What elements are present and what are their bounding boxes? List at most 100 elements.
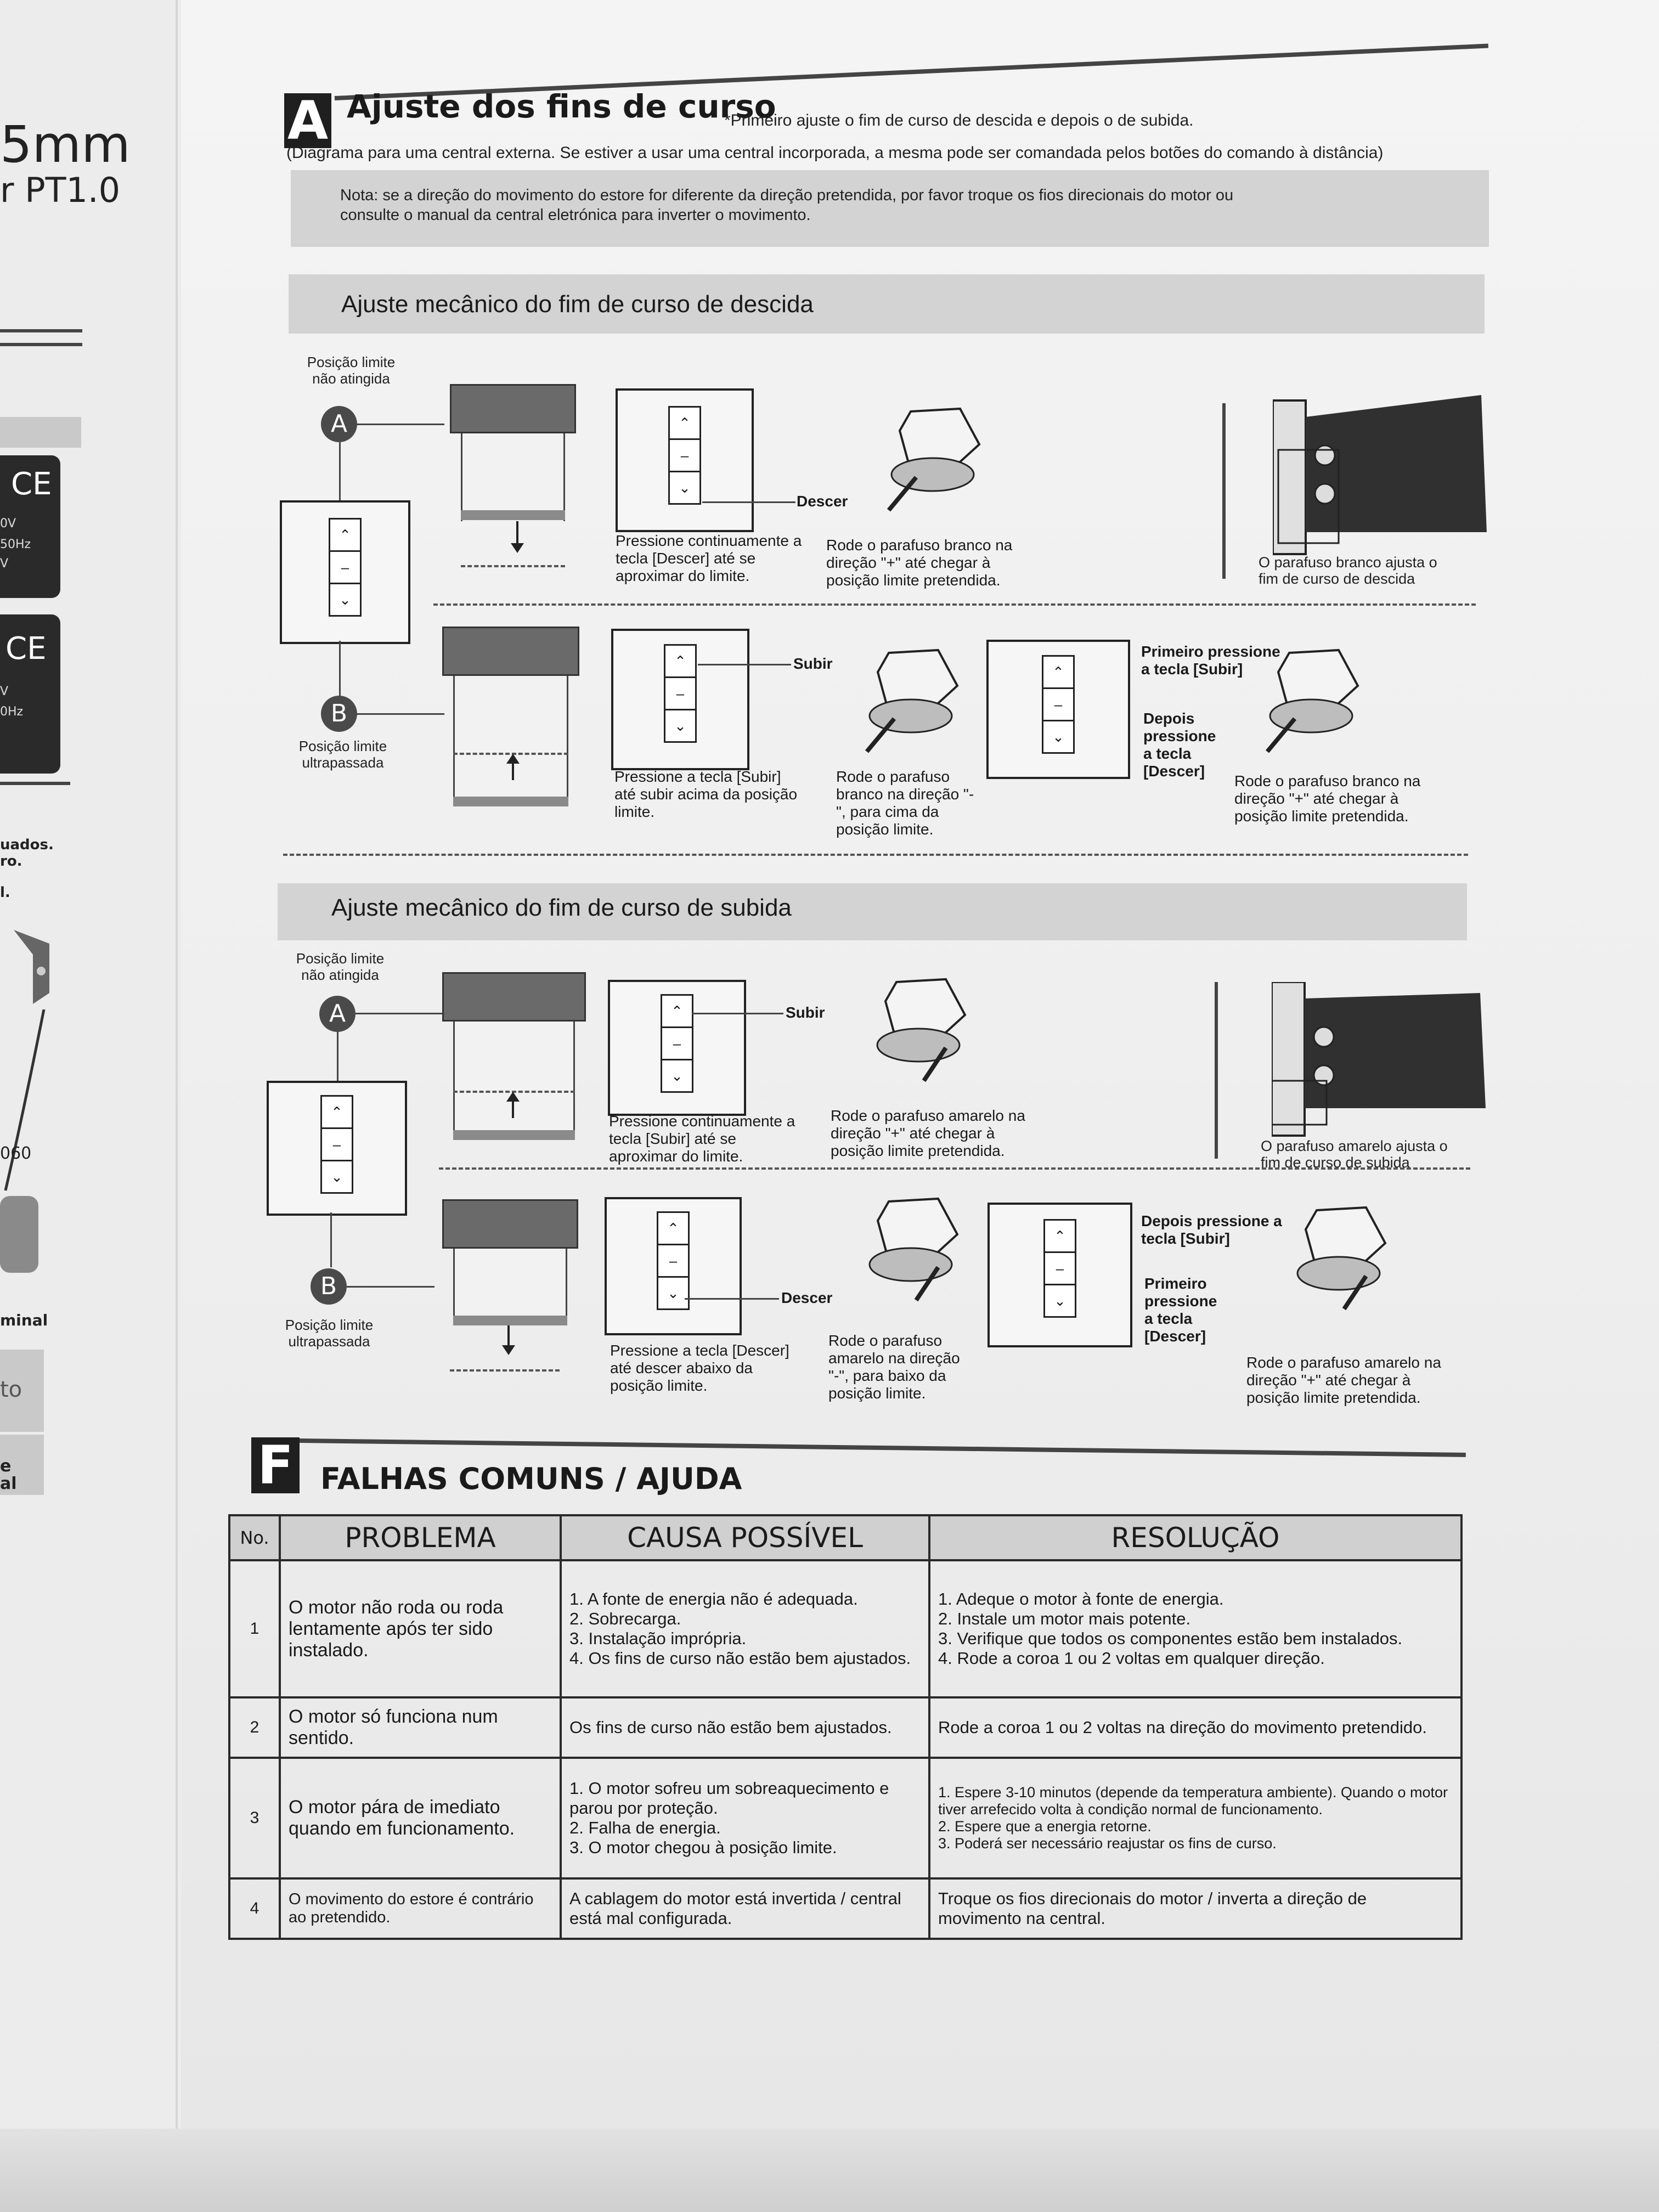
remote-up-key[interactable]: ⌃ bbox=[1045, 1221, 1075, 1253]
header-resolution: RESOLUÇÃO bbox=[928, 1514, 1463, 1561]
left-divider bbox=[0, 329, 82, 332]
remote-stop-key[interactable]: – bbox=[670, 440, 699, 472]
subida-marker-b: B bbox=[311, 1268, 347, 1305]
ce-mark-1: CE bbox=[11, 466, 52, 502]
remote-down-key[interactable]: ⌄ bbox=[1052, 729, 1064, 745]
remote-keys: ⌃ – ⌄ bbox=[664, 644, 697, 743]
descida-connector-a bbox=[357, 424, 444, 425]
remote-down-key[interactable]: ⌄ bbox=[339, 591, 351, 608]
remote-down-key[interactable]: ⌄ bbox=[679, 479, 691, 496]
row-problem: O motor não roda ou roda lentamente após… bbox=[279, 1559, 562, 1699]
remote-down-key[interactable]: ⌄ bbox=[667, 1285, 679, 1301]
subida-remote-c: ⌃ – ⌄ bbox=[988, 1203, 1132, 1347]
subida-b-final-text: Rode o parafuso amarelo na direção "+" a… bbox=[1246, 1354, 1441, 1406]
left-grey-block: to bbox=[0, 1350, 44, 1432]
remote-stop-key[interactable]: – bbox=[322, 1129, 352, 1161]
subida-remote-left: ⌃ – ⌄ bbox=[267, 1081, 407, 1216]
left-grey-block-2: e al bbox=[0, 1435, 44, 1495]
descida-b-button-pointer bbox=[698, 664, 791, 665]
row-cause: 1. A fonte de energia não é adequada. 2.… bbox=[560, 1559, 930, 1699]
subida-marker-a: A bbox=[319, 996, 356, 1032]
remote-stop-key[interactable]: – bbox=[658, 1245, 688, 1278]
subida-heading: Ajuste mecânico do fim de curso de subid… bbox=[331, 894, 792, 921]
remote-up-key[interactable]: ⌃ bbox=[322, 1097, 352, 1129]
descida-a-button-pointer bbox=[702, 501, 795, 503]
left-text-1: uados. bbox=[0, 837, 54, 853]
remote-keys: ⌃ – ⌄ bbox=[657, 1211, 690, 1310]
row-problem: O motor só funciona num sentido. bbox=[279, 1696, 562, 1759]
remote-up-key[interactable]: ⌃ bbox=[670, 408, 699, 440]
section-a-title: Ajuste dos fins de curso bbox=[347, 88, 776, 125]
subida-arrow-up-a bbox=[505, 1091, 521, 1118]
faults-header-row: No. PROBLEMA CAUSA POSSÍVEL RESOLUÇÃO bbox=[228, 1514, 1463, 1561]
remote-stop-key[interactable]: – bbox=[665, 678, 695, 710]
motor-head-illustration bbox=[1284, 1205, 1393, 1314]
subida-blind-a bbox=[442, 972, 586, 1140]
subida-pos-a-label: Posição limite não atingida bbox=[296, 950, 385, 983]
motor-head-illustration bbox=[864, 977, 973, 1086]
row-resolution: Troque os fios direcionais do motor / in… bbox=[928, 1877, 1463, 1940]
nota-text: Nota: se a direção do movimento do estor… bbox=[340, 187, 1234, 224]
row-resolution: 1. Adeque o motor à fonte de energia. 2.… bbox=[928, 1559, 1463, 1699]
remote-up-key[interactable]: ⌃ bbox=[658, 1213, 688, 1245]
descida-marker-b: B bbox=[321, 696, 357, 732]
subida-a-button-pointer bbox=[692, 1013, 783, 1014]
remote-down-key[interactable]: ⌄ bbox=[671, 1068, 683, 1084]
subida-a-rotate-text: Rode o parafuso amarelo na direção "+" a… bbox=[831, 1107, 1025, 1159]
paper-fold bbox=[176, 0, 178, 2212]
descida-row-divider bbox=[433, 603, 1476, 606]
table-row: 4 O movimento do estore é contrário ao p… bbox=[228, 1877, 1463, 1940]
left-size-label: 5mm bbox=[0, 115, 131, 174]
remote-down-key[interactable]: ⌄ bbox=[674, 718, 686, 734]
left-page-strip bbox=[0, 0, 181, 2212]
nota-band: Nota: se a direção do movimento do estor… bbox=[291, 170, 1489, 247]
row-cause: 1. O motor sofreu um sobreaquecimento e … bbox=[560, 1757, 930, 1880]
spec-unit-2: V bbox=[0, 685, 9, 698]
faults-table: No. PROBLEMA CAUSA POSSÍVEL RESOLUÇÃO 1 … bbox=[228, 1514, 1463, 1940]
subida-connector-b bbox=[330, 1212, 332, 1267]
descida-a-rotate-text: Rode o parafuso branco na direção "+" at… bbox=[826, 537, 1013, 589]
header-cause: CAUSA POSSÍVEL bbox=[560, 1514, 930, 1561]
left-terminal-label: minal bbox=[0, 1311, 48, 1329]
subida-b-press-text: Pressione a tecla [Descer] até descer ab… bbox=[610, 1342, 789, 1394]
remote-up-key[interactable]: ⌃ bbox=[662, 996, 692, 1028]
paper-bottom-edge bbox=[0, 2129, 1659, 2212]
remote-up-key[interactable]: ⌃ bbox=[330, 520, 360, 552]
left-model-label: r PT1.0 bbox=[0, 170, 121, 210]
subida-target-line-a bbox=[453, 1091, 575, 1093]
section-a-letter: A bbox=[284, 93, 331, 148]
descida-a-screw-caption: O parafuso branco ajusta o fim de curso … bbox=[1259, 554, 1437, 587]
remote-stop-key[interactable]: – bbox=[662, 1028, 692, 1060]
left-number-label: 060 bbox=[0, 1144, 32, 1163]
spec-voltage: 0V bbox=[0, 517, 16, 531]
descida-remote-a: ⌃ – ⌄ bbox=[616, 388, 754, 532]
descida-marker-a: A bbox=[321, 406, 357, 442]
subida-remote-b: ⌃ – ⌄ bbox=[605, 1197, 742, 1335]
remote-down-key[interactable]: ⌄ bbox=[1054, 1293, 1066, 1309]
remote-up-key[interactable]: ⌃ bbox=[1043, 657, 1073, 689]
subida-remote-a: ⌃ – ⌄ bbox=[608, 980, 746, 1116]
row-number: 2 bbox=[228, 1696, 281, 1759]
row-resolution: Rode a coroa 1 ou 2 voltas na direção do… bbox=[928, 1696, 1463, 1759]
remote-stop-key[interactable]: – bbox=[1043, 689, 1073, 721]
remote-down-key[interactable]: ⌄ bbox=[331, 1169, 343, 1185]
descida-target-line-a bbox=[461, 565, 565, 567]
subida-pos-b-label: Posição limite ultrapassada bbox=[285, 1317, 374, 1350]
remote-up-key[interactable]: ⌃ bbox=[665, 646, 695, 678]
row-cause: A cablagem do motor está invertida / cen… bbox=[560, 1877, 930, 1940]
remote-keys: ⌃ – ⌄ bbox=[668, 406, 701, 505]
remote-keys: ⌃ – ⌄ bbox=[320, 1095, 353, 1194]
section-f-title: FALHAS COMUNS / AJUDA bbox=[320, 1462, 742, 1496]
left-text-2: ro. bbox=[0, 853, 22, 870]
left-divider-3 bbox=[0, 782, 70, 785]
subida-b-button-label: Descer bbox=[781, 1289, 833, 1306]
remote-keys: ⌃ – ⌄ bbox=[329, 518, 362, 617]
subida-blind-b bbox=[442, 1199, 578, 1325]
remote-stop-key[interactable]: – bbox=[330, 552, 360, 584]
remote-stop-key[interactable]: – bbox=[1045, 1253, 1075, 1285]
section-a-title-note: *Primeiro ajuste o fim de curso de desci… bbox=[724, 111, 1194, 129]
descida-blind-a bbox=[450, 384, 576, 521]
left-spec-box-1: CE 0V 50Hz V bbox=[0, 455, 60, 598]
descida-b-button-label: Subir bbox=[793, 655, 833, 672]
motor-head-illustration bbox=[856, 647, 966, 757]
